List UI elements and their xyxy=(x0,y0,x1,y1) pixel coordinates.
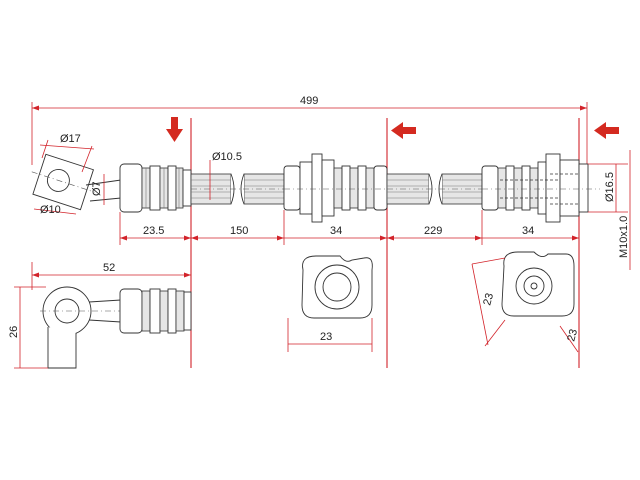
hose-dia-label: Ø10.5 xyxy=(212,151,242,163)
section-arrow-left-icon xyxy=(594,122,619,139)
banjo-eye-fitting: Ø17 Ø10 Ø7 xyxy=(31,133,122,216)
section-arrow-down-icon xyxy=(166,117,183,142)
middle-bracket-fitting xyxy=(283,153,388,223)
hose-length-1-label: 150 xyxy=(230,225,248,237)
section-arrow-left-icon xyxy=(391,122,416,139)
hose-length-2-label: 229 xyxy=(424,225,442,237)
hose-segment: Ø10.5 xyxy=(190,151,285,205)
right-end-fitting: Ø16.5 M10x1.0 xyxy=(481,150,631,270)
bracket-width-label: 23 xyxy=(320,331,332,343)
hose-segment xyxy=(386,173,483,205)
end-length-label: 34 xyxy=(522,225,534,237)
bracket-end-view: 23 xyxy=(287,255,373,352)
bracket-length-label: 34 xyxy=(330,225,342,237)
length-dimension-row: 23.5 150 34 229 34 xyxy=(119,210,579,245)
overall-length-label: 499 xyxy=(300,95,318,107)
banjo-side-view: 52 26 xyxy=(8,262,192,369)
end-fitting-end-view: 23 23 xyxy=(471,251,580,353)
fitting-length-label: 23.5 xyxy=(143,225,164,237)
end-flat-label: 23 xyxy=(481,292,496,307)
banjo-reach-label: 52 xyxy=(103,262,115,274)
banjo-outer-dia-label: Ø17 xyxy=(60,133,81,145)
end-width-label: 23 xyxy=(565,328,580,343)
fitting-dia-label: Ø16.5 xyxy=(604,172,616,202)
banjo-height-label: 26 xyxy=(8,326,20,338)
neck-dia-label: Ø7 xyxy=(91,181,103,196)
overall-length-dimension: 499 xyxy=(31,95,588,165)
thread-label: M10x1.0 xyxy=(618,216,630,258)
left-crimp-fitting xyxy=(119,163,192,213)
banjo-hole-dia-label: Ø10 xyxy=(40,204,61,216)
